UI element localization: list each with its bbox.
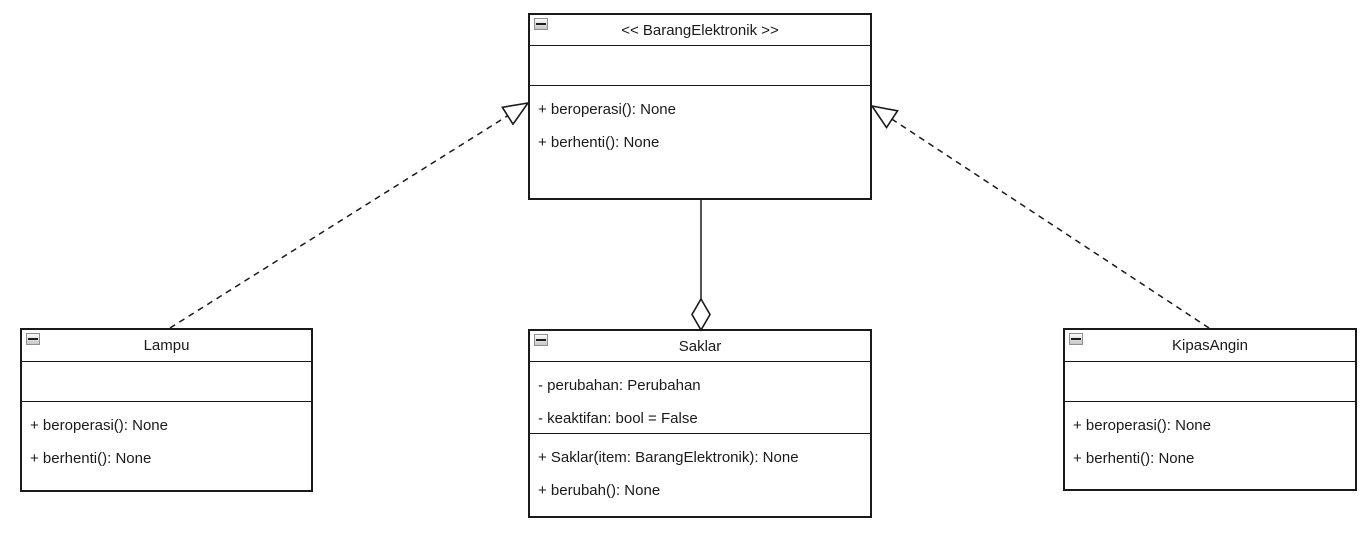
attributes-section: - perubahan: Perubahan - keaktifan: bool… [530,362,870,434]
class-kipasangin[interactable]: KipasAngin + beroperasi(): None + berhen… [1063,328,1357,491]
attribute-item: - perubahan: Perubahan [538,377,701,394]
attributes-section [530,46,870,86]
collapse-icon[interactable] [534,18,548,30]
aggregation-diamond-icon[interactable] [691,297,711,332]
class-name: << BarangElektronik >> [621,21,779,39]
attribute-item: - keaktifan: bool = False [538,410,698,427]
class-barangelektronik[interactable]: << BarangElektronik >> + beroperasi(): N… [528,13,872,200]
method-item: + berhenti(): None [1073,450,1195,467]
class-name: Lampu [143,337,190,354]
method-item: + berhenti(): None [538,134,660,151]
collapse-icon[interactable] [534,334,548,346]
minus-glyph [536,23,546,25]
class-name: KipasAngin [1172,337,1248,354]
class-name: Saklar [678,337,722,355]
realization-line-lampu[interactable] [169,103,528,329]
method-item: + beroperasi(): None [538,101,676,118]
method-item: + beroperasi(): None [1073,417,1211,434]
class-lampu[interactable]: Lampu + beroperasi(): None + berhenti():… [20,328,313,492]
class-title-bar: << BarangElektronik >> [530,15,870,46]
methods-section: + beroperasi(): None + berhenti(): None [22,402,311,490]
collapse-icon[interactable] [26,333,40,345]
minus-glyph [536,339,546,341]
method-item: + berhenti(): None [30,450,152,467]
minus-glyph [28,338,38,340]
method-item: + berubah(): None [538,482,661,499]
methods-section: + beroperasi(): None + berhenti(): None [530,86,870,198]
class-saklar[interactable]: Saklar - perubahan: Perubahan - keaktifa… [528,329,872,518]
methods-section: + Saklar(item: BarangElektronik): None +… [530,434,870,516]
methods-section: + beroperasi(): None + berhenti(): None [1065,402,1355,489]
realization-line-kipasangin[interactable] [872,106,1210,329]
method-item: + Saklar(item: BarangElektronik): None [538,449,799,466]
attributes-section [1065,362,1355,402]
class-title-bar: Saklar [530,331,870,362]
class-title-bar: KipasAngin [1065,330,1355,362]
attributes-section [22,362,311,402]
minus-glyph [1071,338,1081,340]
method-item: + beroperasi(): None [30,417,168,434]
collapse-icon[interactable] [1069,333,1083,345]
class-title-bar: Lampu [22,330,311,362]
